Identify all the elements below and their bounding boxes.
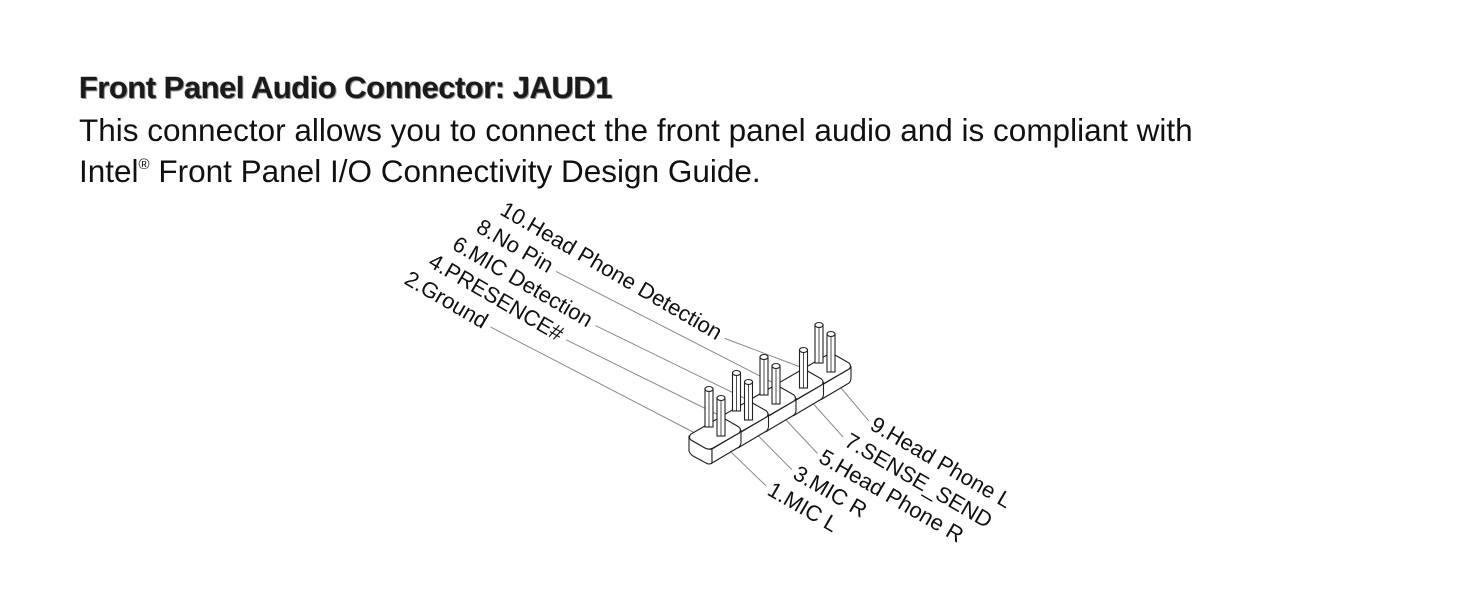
pin-3 bbox=[743, 378, 754, 421]
leader-line-pin-2 bbox=[490, 326, 694, 433]
pin-tip bbox=[826, 330, 836, 338]
pin-6 bbox=[759, 353, 769, 396]
pin-4 bbox=[731, 369, 742, 412]
pin-tip bbox=[759, 353, 769, 361]
pin-tip bbox=[704, 385, 714, 393]
connector-header bbox=[688, 321, 852, 465]
odd-pin-labels: 1.MIC L3.MIC R5.Head Phone R7.SENSE_SEND… bbox=[763, 412, 1016, 548]
leader-line-pin-10 bbox=[724, 337, 804, 369]
pin-tip bbox=[771, 362, 781, 370]
pin-2 bbox=[704, 385, 714, 428]
leader-line-pin-1 bbox=[730, 451, 767, 487]
pin-tip bbox=[798, 346, 809, 354]
leader-line-pin-3 bbox=[758, 435, 793, 470]
pin-pair-block bbox=[688, 385, 742, 465]
leader-line-pin-9 bbox=[840, 387, 870, 422]
leader-line-pin-4 bbox=[565, 339, 721, 417]
leader-line-pin-8 bbox=[555, 270, 776, 385]
pin-10 bbox=[814, 321, 824, 364]
leader-line-pin-7 bbox=[813, 403, 844, 438]
leader-line-pin-6 bbox=[595, 325, 749, 401]
leader-lines bbox=[490, 270, 870, 487]
section-title: Front Panel Audio Connector: JAUD1 bbox=[79, 70, 612, 105]
registered-mark: ® bbox=[138, 156, 150, 173]
pin-tip bbox=[731, 369, 742, 377]
pin-5 bbox=[771, 362, 781, 405]
pin-tip bbox=[814, 321, 824, 329]
pin-7 bbox=[798, 346, 809, 389]
pin-1 bbox=[716, 394, 726, 437]
section-description: This connector allows you to connect the… bbox=[79, 110, 1349, 192]
pin-tip bbox=[743, 378, 754, 386]
pin-9 bbox=[826, 330, 836, 373]
description-line-1: This connector allows you to connect the… bbox=[79, 112, 1193, 148]
description-line-2-suffix: Front Panel I/O Connectivity Design Guid… bbox=[149, 153, 761, 189]
description-line-2-prefix: Intel bbox=[79, 153, 139, 189]
pin-tip bbox=[716, 394, 726, 402]
leader-line-pin-5 bbox=[785, 419, 818, 454]
